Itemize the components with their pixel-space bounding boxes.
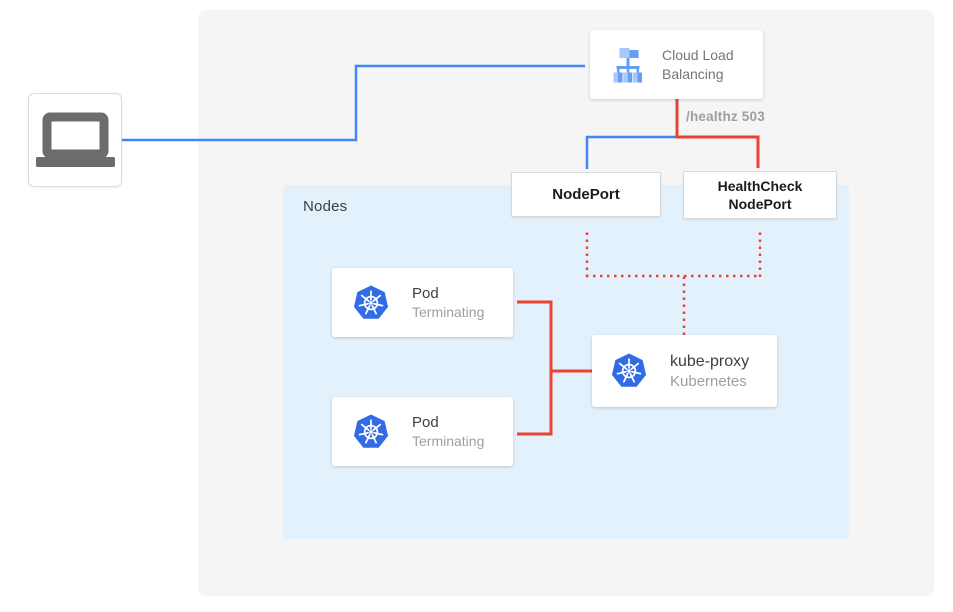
pod-status: Terminating (412, 433, 485, 449)
kubernetes-icon (352, 284, 390, 322)
nodes-panel-label: Nodes (303, 198, 348, 215)
cloud-load-balancing-icon (610, 46, 646, 84)
health-check-edge-label: /healthz 503 (686, 109, 765, 124)
healthcheck-nodeport-label: HealthCheck NodePort (717, 178, 803, 212)
client-node (28, 93, 122, 187)
cloud-load-balancing-label: Cloud Load Balancing (662, 46, 734, 82)
healthcheck-nodeport-node: HealthCheck NodePort (683, 171, 837, 219)
pod-title: Pod (412, 414, 439, 431)
laptop-icon (36, 112, 115, 167)
kube-proxy-node: kube-proxy Kubernetes (592, 335, 777, 407)
pod-status: Terminating (412, 304, 485, 320)
kube-proxy-subtitle: Kubernetes (670, 372, 747, 390)
pod-title: Pod (412, 285, 439, 302)
kube-proxy-title: kube-proxy (670, 352, 750, 370)
kubernetes-icon (610, 352, 648, 390)
pod-node-1: Pod Terminating (332, 268, 513, 337)
kubernetes-icon (352, 413, 390, 451)
nodeport-label: NodePort (552, 186, 620, 203)
pod-node-2: Pod Terminating (332, 397, 513, 466)
cloud-load-balancing-node: Cloud Load Balancing (590, 30, 763, 99)
nodeport-node: NodePort (511, 172, 661, 217)
